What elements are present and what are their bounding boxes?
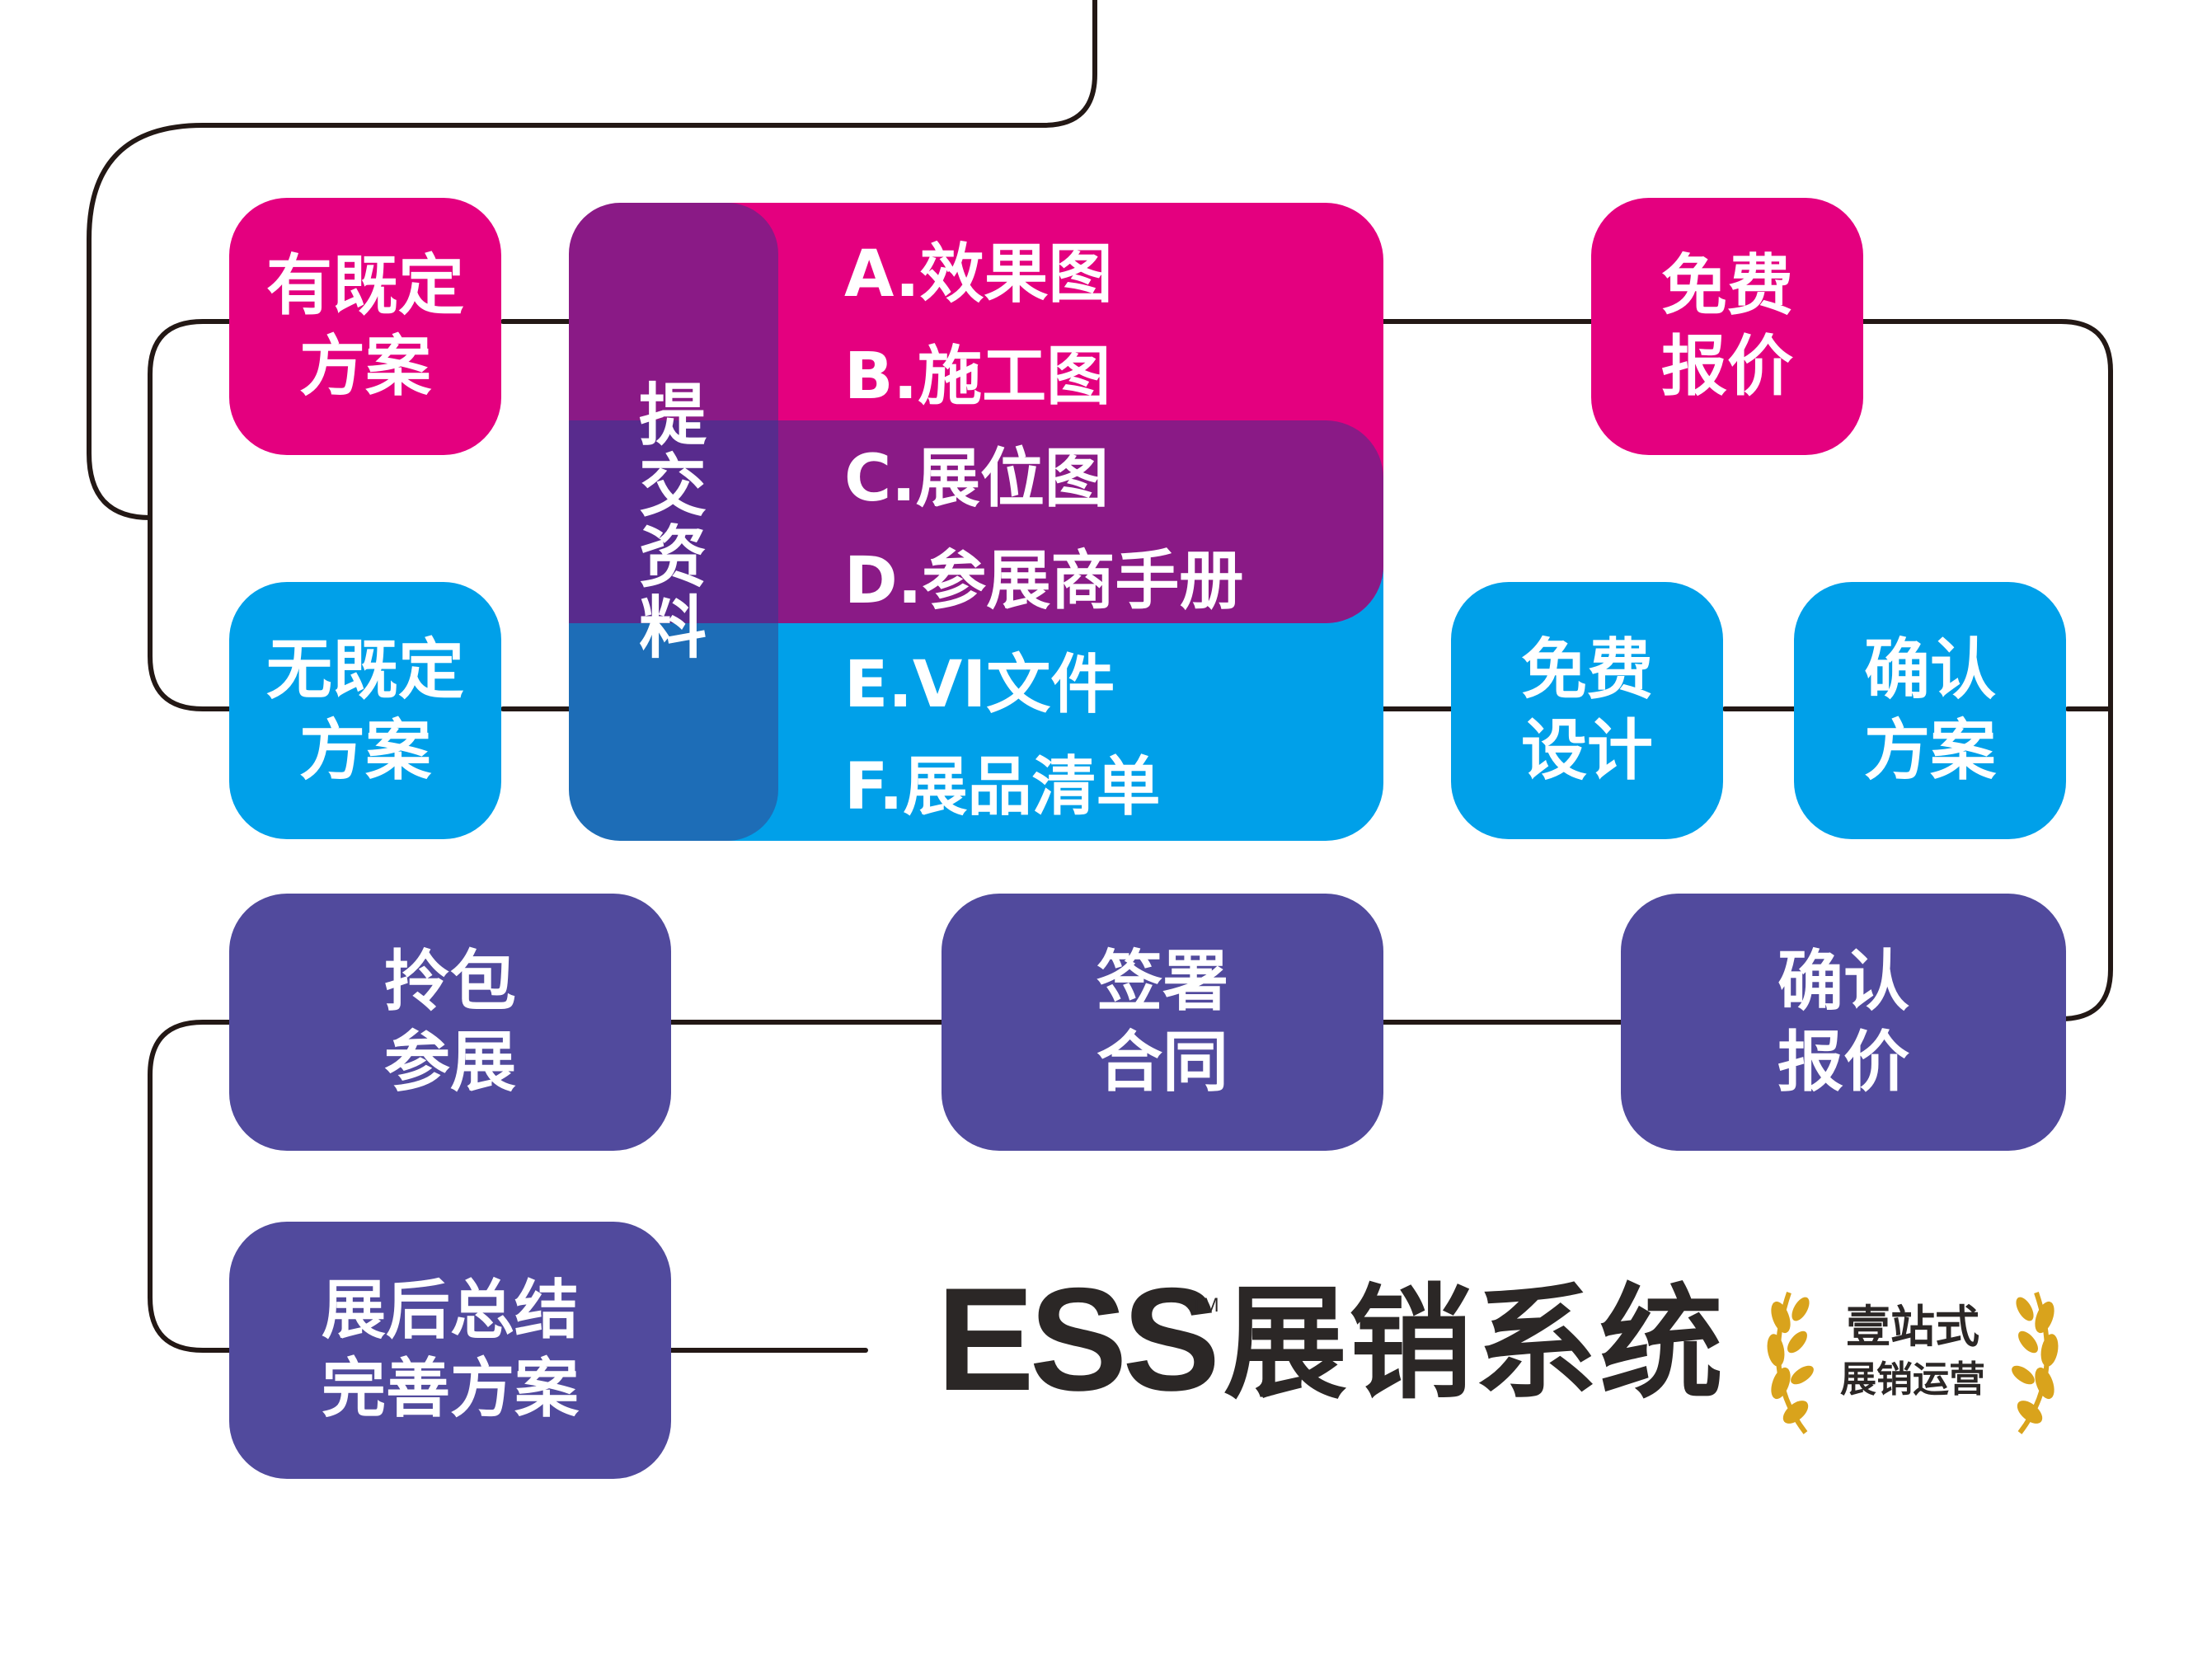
node-confirm-quote-line1: 确认	[1777, 943, 1909, 1021]
node-existing-plan-line1: 有既定	[266, 247, 464, 325]
node-free-quote-line2: 报价	[1661, 328, 1793, 405]
node-turnkey-line2: 参展	[384, 1024, 516, 1100]
materials-title-char-1: 提	[638, 377, 707, 455]
node-confirm-quote-line2: 报价	[1777, 1024, 1909, 1100]
node-confirm-plan-line1: 确认	[1864, 631, 1996, 709]
materials-title-char-3: 资	[638, 519, 707, 598]
laurel-badge	[1767, 1292, 2059, 1434]
node-no-plan: 无既定 方案	[229, 582, 501, 839]
materials-item-c: C.展位图	[844, 442, 1109, 516]
laurel-right-icon	[2012, 1292, 2059, 1434]
node-no-plan-line2: 方案	[299, 712, 431, 789]
node-free-design-line2: 设计	[1521, 712, 1653, 789]
node-confirm-plan-line2: 方案	[1864, 712, 1996, 789]
materials-item-a: A.效果图	[844, 237, 1113, 312]
materials-title-char-4: 料	[638, 589, 707, 669]
materials-item-e: E.VI文件	[844, 648, 1115, 722]
badge-line1: 壹站式	[1846, 1301, 1979, 1353]
node-free-quote-line1: 免费	[1661, 247, 1793, 325]
node-summary: 展后总结 完善方案	[229, 1222, 671, 1479]
node-sign-contract-line2: 合同	[1096, 1024, 1228, 1100]
badge-line2: 展销运营	[1840, 1359, 1985, 1401]
entry-line	[87, 0, 1097, 520]
node-free-quote: 免费 报价	[1591, 198, 1863, 455]
materials-tab-overlap	[569, 420, 778, 623]
node-summary-line2: 完善方案	[321, 1352, 579, 1426]
logo-brand: ESS	[937, 1257, 1220, 1421]
node-sign-contract-line1: 签署	[1096, 943, 1228, 1021]
node-free-design: 免费 设计	[1451, 582, 1723, 839]
materials-item-b: B.施工图	[844, 340, 1111, 414]
right-connector	[1861, 319, 2113, 1021]
node-existing-plan-line2: 方案	[299, 328, 431, 405]
materials-title-char-2: 交	[638, 448, 707, 527]
line-turnkey-to-summary	[148, 1020, 233, 1353]
laurel-left-icon	[1767, 1292, 1814, 1434]
node-turnkey-line1: 拎包	[384, 943, 516, 1021]
node-sign-contract: 签署 合同	[942, 894, 1383, 1151]
node-confirm-plan: 确认 方案	[1794, 582, 2066, 839]
node-summary-line1: 展后总结	[321, 1273, 579, 1348]
node-confirm-quote: 确认 报价	[1621, 894, 2066, 1151]
node-no-plan-line1: 无既定	[266, 631, 464, 709]
node-free-design-line1: 免费	[1521, 631, 1653, 709]
materials-item-d: D.参展商手册	[844, 544, 1244, 618]
logo-name: 展销系统	[1223, 1273, 1726, 1416]
node-turnkey: 拎包 参展	[229, 894, 671, 1151]
logo-tm: TM	[1190, 1294, 1219, 1316]
materials-item-f: F.展品清单	[844, 750, 1161, 824]
node-existing-plan: 有既定 方案	[229, 198, 501, 455]
materials-title: 提 交 资 料	[632, 377, 714, 669]
start-bracket	[148, 319, 233, 711]
